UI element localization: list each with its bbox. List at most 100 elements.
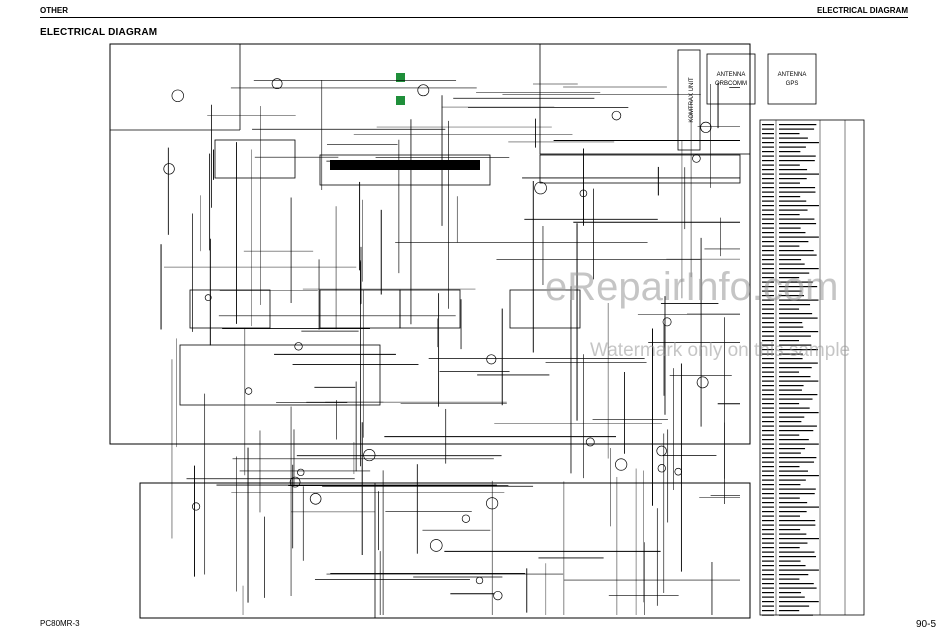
legend-row-mark	[762, 416, 774, 418]
green-component-2	[396, 96, 405, 105]
legend-row-mark	[762, 281, 774, 283]
legend-row-text	[779, 367, 812, 369]
legend-row-mark	[762, 137, 774, 139]
legend-row-mark	[762, 380, 774, 382]
legend-row-mark	[762, 227, 774, 229]
legend-row-text	[779, 461, 815, 463]
legend-row-text	[779, 371, 800, 373]
legend-row-text	[779, 551, 815, 553]
legend-row-mark	[762, 178, 774, 180]
legend-row-text	[779, 290, 802, 292]
legend-row-text	[779, 142, 819, 144]
komtrax-unit: KOMTRAX UNIT	[677, 49, 701, 151]
page-title: ELECTRICAL DIAGRAM	[40, 27, 158, 38]
legend-row-text	[779, 614, 813, 616]
wire-legend-table	[759, 119, 865, 616]
legend-row-text	[779, 502, 808, 504]
legend-row-text	[779, 556, 817, 558]
legend-row-mark	[762, 520, 774, 522]
legend-row-mark	[762, 385, 774, 387]
legend-row-mark	[762, 151, 774, 153]
legend-row-text	[779, 385, 804, 387]
legend-row-text	[779, 430, 814, 432]
legend-row-text	[779, 542, 808, 544]
legend-row-mark	[762, 403, 774, 405]
legend-row-text	[779, 488, 816, 490]
legend-row-mark	[762, 250, 774, 252]
legend-row-text	[779, 578, 800, 580]
legend-row-mark	[762, 133, 774, 135]
legend-row-text	[779, 218, 815, 220]
legend-row-mark	[762, 389, 774, 391]
component-symbol	[429, 539, 443, 552]
green-component-1	[396, 73, 405, 82]
legend-row-mark	[762, 551, 774, 553]
legend-row-text	[779, 205, 819, 207]
legend-row-text	[779, 182, 800, 184]
legend-row-text	[779, 344, 812, 346]
component-symbol	[486, 497, 499, 510]
legend-row-mark	[762, 578, 774, 580]
component-symbol	[696, 376, 709, 389]
component-symbol	[191, 502, 201, 511]
legend-row-text	[779, 398, 813, 400]
legend-row-text	[779, 479, 806, 481]
component-symbol	[662, 317, 672, 327]
legend-row-text	[779, 610, 800, 612]
legend-row-text	[779, 376, 811, 378]
legend-row-mark	[762, 232, 774, 234]
component-symbol	[309, 493, 322, 505]
legend-row-text	[779, 358, 803, 360]
legend-row-mark	[762, 596, 774, 598]
component-symbol	[534, 181, 547, 195]
legend-row-text	[779, 353, 803, 355]
legend-row-mark	[762, 412, 774, 414]
legend-row-text	[779, 223, 817, 225]
legend-row-text	[779, 565, 806, 567]
antenna-2-line-2: GPS	[786, 81, 799, 87]
legend-row-mark	[762, 493, 774, 495]
legend-row-mark	[762, 326, 774, 328]
legend-row-mark	[762, 268, 774, 270]
legend-row-mark	[762, 286, 774, 288]
component-symbol	[461, 514, 471, 523]
legend-row-mark	[762, 223, 774, 225]
legend-row-text	[779, 236, 819, 238]
legend-row-mark	[762, 344, 774, 346]
legend-row-text	[779, 547, 800, 549]
legend-row-mark	[762, 358, 774, 360]
legend-row-mark	[762, 164, 774, 166]
legend-row-text	[779, 245, 800, 247]
legend-row-text	[779, 146, 806, 148]
legend-row-mark	[762, 169, 774, 171]
legend-row-mark	[762, 434, 774, 436]
component-symbol	[417, 84, 430, 97]
legend-row-text	[779, 254, 817, 256]
legend-row-text	[779, 497, 800, 499]
component-symbol	[204, 294, 212, 302]
legend-row-mark	[762, 614, 774, 616]
legend-row-mark	[762, 173, 774, 175]
legend-row-mark	[762, 371, 774, 373]
legend-row-text	[779, 448, 806, 450]
component-symbol	[244, 387, 253, 395]
legend-row-mark	[762, 335, 774, 337]
legend-row-text	[779, 155, 816, 157]
header-title: ELECTRICAL DIAGRAM	[817, 6, 908, 15]
legend-row-mark	[762, 542, 774, 544]
legend-row-text	[779, 403, 800, 405]
legend-row-text	[779, 304, 811, 306]
legend-row-text	[779, 592, 802, 594]
antenna-2-line-1: ANTENNA	[778, 72, 807, 78]
legend-row-text	[779, 520, 816, 522]
legend-row-text	[779, 169, 808, 171]
legend-row-text	[779, 587, 817, 589]
component-symbol	[615, 458, 628, 471]
antenna-1-line-1: ANTENNA	[717, 72, 746, 78]
component-symbol	[585, 437, 595, 447]
component-symbol	[657, 464, 666, 473]
component-symbol	[289, 476, 301, 488]
legend-row-text	[779, 241, 809, 243]
legend-row-text	[779, 277, 800, 279]
legend-row-text	[779, 331, 819, 333]
